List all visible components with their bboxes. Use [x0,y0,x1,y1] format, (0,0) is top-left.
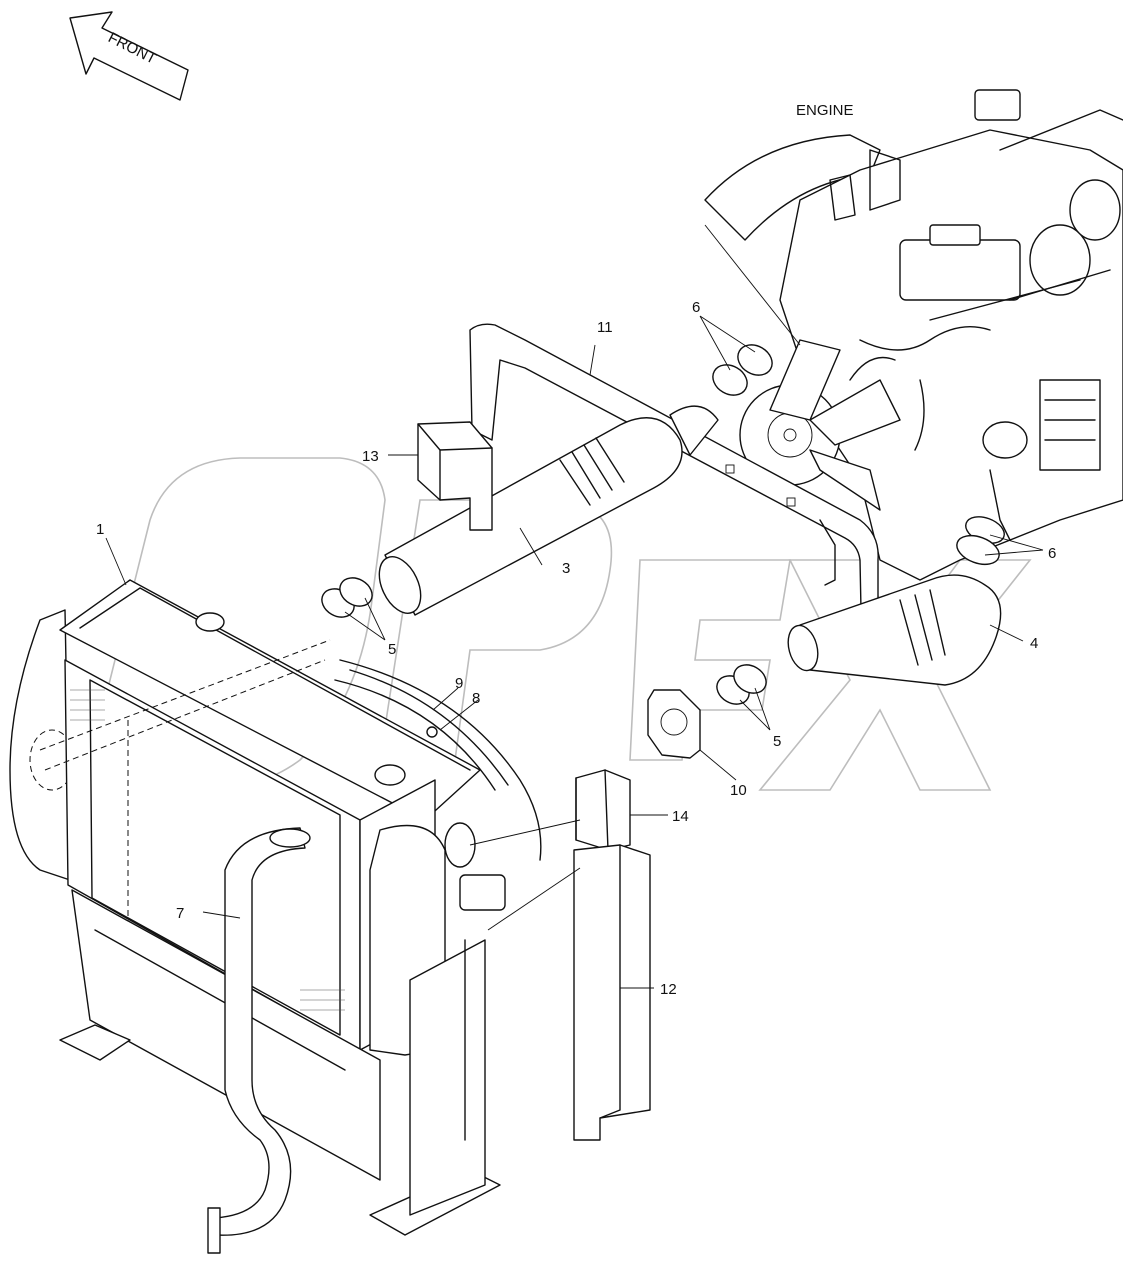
part-6-clamps-upper [712,344,773,396]
part-3-hose [378,405,719,616]
part-1-radiator [9,579,542,1236]
part-10-gasket [647,689,701,759]
callout-1: 1 [96,521,104,538]
callout-12: 12 [660,981,677,998]
front-arrow-icon: FRONT [69,11,189,101]
part-5-clamps-upper [321,577,373,618]
callout-10: 10 [730,782,747,799]
callout-3: 3 [562,560,570,577]
callout-5-upper: 5 [388,641,396,658]
callout-13: 13 [362,448,379,465]
part-14-pad [575,769,631,851]
callout-9: 9 [455,675,463,692]
callout-8: 8 [472,690,480,707]
part-11-frame [469,323,879,661]
part-7-pipe [207,827,311,1254]
part-5-clamps-lower [716,664,767,705]
part-12-pad [573,844,651,1141]
engine-label: ENGINE [796,102,854,119]
callout-11: 11 [597,319,613,336]
callout-5-lower: 5 [773,733,781,750]
callout-14: 14 [672,808,689,825]
leader-lines [105,224,1044,989]
engine-assembly [704,89,1123,581]
callout-7: 7 [176,905,184,922]
callout-4: 4 [1030,635,1038,652]
callouts: 1 3 4 5 5 6 6 7 8 9 10 11 12 13 14 [96,299,1056,998]
part-4-hose [787,574,1002,686]
callout-6-lower: 6 [1048,545,1056,562]
callout-6-upper: 6 [692,299,700,316]
part-13-pad [417,421,493,531]
